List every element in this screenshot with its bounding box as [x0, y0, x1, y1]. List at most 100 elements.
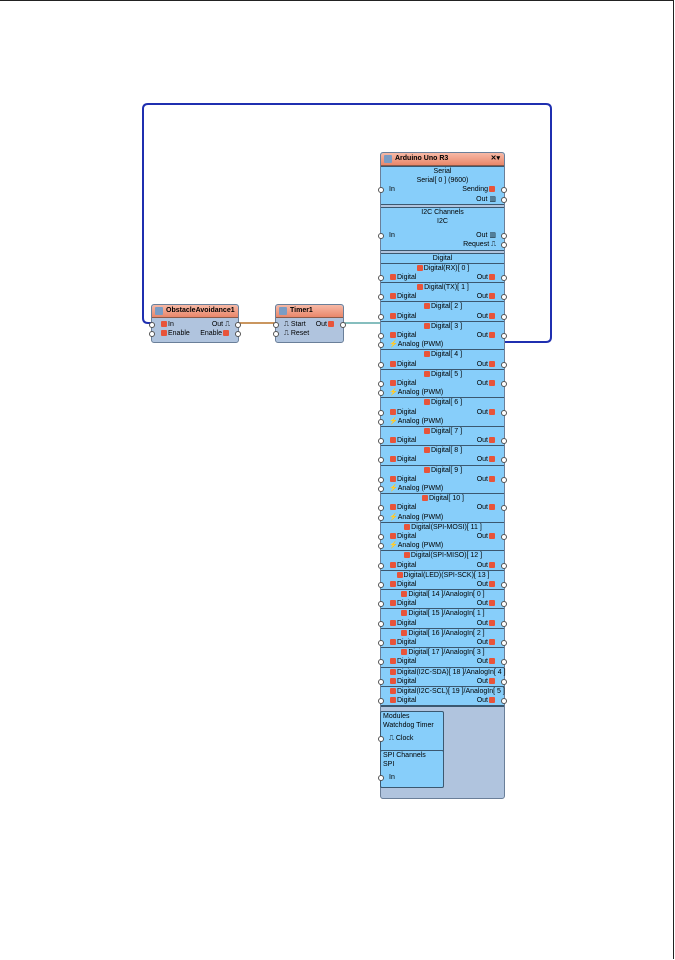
out-pin[interactable]: [501, 601, 507, 608]
digital-in-pin[interactable]: [378, 620, 384, 627]
digital-in-pin[interactable]: [378, 562, 384, 569]
out-pin[interactable]: [501, 640, 507, 646]
request-label: Request: [463, 241, 490, 249]
analog-label: Analog (PWM): [397, 485, 444, 492]
out-pin[interactable]: [501, 313, 507, 320]
digital-label: Digital: [397, 697, 417, 705]
out-pin[interactable]: [501, 505, 507, 512]
digital-in-pin[interactable]: [378, 678, 384, 685]
analog-in-pin[interactable]: [378, 486, 384, 492]
out-pin[interactable]: [501, 274, 507, 281]
enable-out-pin[interactable]: [235, 331, 241, 338]
digital-in-pin[interactable]: [378, 457, 384, 464]
out-label: Out: [476, 697, 488, 705]
out-pin[interactable]: [501, 294, 507, 301]
spi-in-pin[interactable]: [378, 775, 384, 782]
in-pin[interactable]: [149, 322, 155, 328]
request-pin[interactable]: [501, 242, 507, 249]
digital-icon: [489, 532, 495, 539]
enable-pin[interactable]: [149, 331, 155, 338]
out-pin[interactable]: [501, 380, 507, 387]
digital-icon: [390, 697, 396, 704]
out-label: Out: [476, 504, 488, 512]
digital-in-pin[interactable]: [378, 361, 384, 368]
serial-out-pin[interactable]: [501, 196, 507, 203]
i2c-in-pin[interactable]: [378, 233, 384, 240]
analog-icon: ⚡: [389, 417, 398, 425]
digital-icon: [390, 456, 396, 463]
analog-in-pin[interactable]: [378, 514, 384, 521]
digital-icon: [390, 408, 396, 415]
out-pin[interactable]: [501, 409, 507, 416]
out-pin[interactable]: [235, 322, 241, 328]
digital-icon: [390, 687, 396, 694]
digital-label: Digital: [397, 332, 417, 339]
arduino-uno-component[interactable]: Arduino Uno R3✕▾ Serial Serial[ 0 ] (960…: [378, 152, 507, 799]
sending-pin[interactable]: [501, 187, 507, 194]
out-pin[interactable]: [501, 533, 507, 540]
out-pin[interactable]: [501, 333, 507, 339]
analog-icon: ⚡: [389, 513, 398, 521]
digital-in-pin[interactable]: [378, 476, 384, 483]
out-pin[interactable]: [501, 457, 507, 464]
i2c-out-pin[interactable]: [501, 233, 507, 240]
tools-dropdown-icon[interactable]: ✕▾: [490, 155, 500, 162]
pin-title: Digital(SPI-MISO)[ 12 ]: [381, 551, 504, 560]
digital-icon: [489, 580, 495, 587]
pin-title: Digital(RX)[ 0 ]: [381, 264, 504, 273]
serial-in-pin[interactable]: [378, 187, 384, 194]
digital-in-pin[interactable]: [378, 313, 384, 320]
digital-icon: [489, 619, 495, 626]
out-pin[interactable]: [501, 581, 507, 588]
clock-pin[interactable]: [378, 736, 384, 743]
out-pin[interactable]: [501, 620, 507, 627]
out-pin[interactable]: [501, 476, 507, 483]
out-pin[interactable]: [501, 438, 507, 445]
digital-in-pin[interactable]: [378, 640, 384, 646]
digital-in-pin[interactable]: [378, 659, 384, 666]
digital-in-pin[interactable]: [378, 380, 384, 387]
out-pin[interactable]: [501, 361, 507, 368]
digital-in-pin[interactable]: [378, 274, 384, 281]
reset-pin[interactable]: [273, 331, 279, 338]
analog-icon: ⚡: [389, 389, 398, 397]
start-pin[interactable]: [273, 322, 279, 328]
digital-icon: [390, 600, 396, 607]
digital-icon: [489, 504, 495, 511]
digital-icon: [489, 408, 495, 415]
analog-in-pin[interactable]: [378, 390, 384, 397]
analog-in-pin[interactable]: [378, 418, 384, 425]
digital-in-pin[interactable]: [378, 294, 384, 301]
out-pin[interactable]: [501, 659, 507, 666]
out-label: Out: [476, 273, 488, 281]
spi-in-label: In: [389, 774, 395, 782]
analog-in-pin[interactable]: [378, 543, 384, 550]
out-pin[interactable]: [501, 562, 507, 569]
out-pin[interactable]: [501, 678, 507, 685]
digital-in-pin[interactable]: [378, 533, 384, 540]
digital-in-pin[interactable]: [378, 409, 384, 416]
digital-icon: [390, 504, 396, 511]
analog-label: Analog (PWM): [397, 341, 444, 349]
digital-in-pin[interactable]: [378, 438, 384, 445]
digital-icon: [390, 379, 396, 386]
out-pin[interactable]: [501, 698, 507, 705]
digital-icon: [489, 186, 495, 193]
digital-in-pin[interactable]: [378, 601, 384, 608]
digital-icon: [489, 293, 495, 300]
analog-in-pin[interactable]: [378, 342, 384, 349]
digital-in-pin[interactable]: [378, 333, 384, 339]
digital-in-pin[interactable]: [378, 581, 384, 588]
digital-icon: [390, 658, 396, 665]
out-label: Out: [476, 293, 488, 301]
digital-in-pin[interactable]: [378, 698, 384, 705]
out-label: Out: [476, 360, 488, 368]
digital-icon: [390, 293, 396, 300]
digital-in-pin[interactable]: [378, 505, 384, 512]
out-pin[interactable]: [340, 322, 346, 328]
